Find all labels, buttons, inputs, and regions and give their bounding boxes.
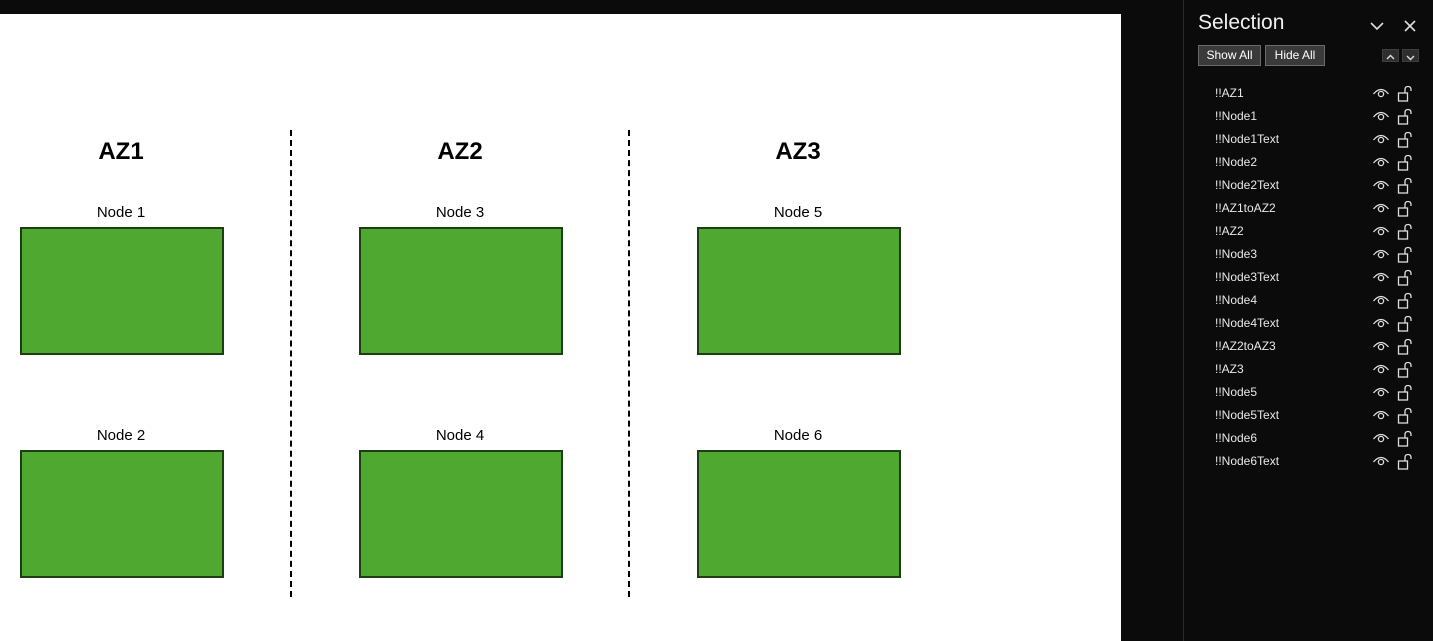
selection-item-label[interactable]: !!AZ1 (1215, 86, 1244, 100)
unlock-icon[interactable] (1397, 292, 1413, 309)
eye-icon[interactable] (1372, 178, 1390, 192)
pane-title: Selection (1198, 11, 1285, 34)
send-backward-button[interactable] (1402, 49, 1419, 62)
eye-icon[interactable] (1372, 224, 1390, 238)
selection-list-item[interactable]: !!Node6 (1184, 427, 1433, 450)
selection-item-label[interactable]: !!Node5 (1215, 385, 1258, 399)
unlock-icon[interactable] (1397, 361, 1413, 378)
node-6-box[interactable] (697, 450, 901, 578)
selection-list-item[interactable]: !!Node4 (1184, 289, 1433, 312)
eye-icon[interactable] (1372, 155, 1390, 169)
bring-forward-button[interactable] (1382, 49, 1399, 62)
selection-item-label[interactable]: !!Node6Text (1215, 454, 1280, 468)
selection-item-label[interactable]: !!Node4Text (1215, 316, 1280, 330)
unlock-icon[interactable] (1397, 131, 1413, 148)
az3-title[interactable]: AZ3 (775, 138, 821, 165)
selection-item-label[interactable]: !!Node2Text (1215, 178, 1280, 192)
selection-item-label[interactable]: !!Node3 (1215, 247, 1258, 261)
unlock-icon[interactable] (1397, 223, 1413, 240)
selection-item-label[interactable]: !!Node3Text (1215, 270, 1280, 284)
selection-list-item[interactable]: !!Node6Text (1184, 450, 1433, 473)
unlock-icon[interactable] (1397, 200, 1413, 217)
selection-list-item[interactable]: !!Node4Text (1184, 312, 1433, 335)
node-1-label[interactable]: Node 1 (96, 204, 146, 221)
close-icon[interactable] (1401, 17, 1419, 35)
unlock-icon[interactable] (1397, 315, 1413, 332)
eye-icon[interactable] (1372, 109, 1390, 123)
selection-item-label[interactable]: !!AZ1toAZ2 (1215, 201, 1276, 215)
node-4-box[interactable] (359, 450, 563, 578)
node-4-label[interactable]: Node 4 (435, 427, 485, 444)
unlock-icon[interactable] (1397, 338, 1413, 355)
unlock-icon[interactable] (1397, 154, 1413, 171)
az2-title[interactable]: AZ2 (437, 138, 483, 165)
node-2-label[interactable]: Node 2 (96, 427, 146, 444)
eye-icon[interactable] (1372, 431, 1390, 445)
selection-list-item[interactable]: !!Node5 (1184, 381, 1433, 404)
hide-all-button[interactable]: Hide All (1265, 45, 1325, 66)
selection-list: !!AZ1 !!Node1 !!Node1Text !!Node2 !!Node2Tex… (1184, 82, 1433, 473)
eye-icon[interactable] (1372, 362, 1390, 376)
unlock-icon[interactable] (1397, 108, 1413, 125)
selection-item-label[interactable]: !!AZ2 (1215, 224, 1244, 238)
selection-item-label[interactable]: !!Node4 (1215, 293, 1258, 307)
node-2-box[interactable] (20, 450, 224, 578)
selection-list-item[interactable]: !!Node2 (1184, 151, 1433, 174)
node-1-box[interactable] (20, 227, 224, 355)
selection-list-item[interactable]: !!Node1Text (1184, 128, 1433, 151)
top-bar (0, 0, 1122, 14)
az1-to-az2-divider[interactable] (290, 130, 292, 597)
unlock-icon[interactable] (1397, 407, 1413, 424)
node-6-label[interactable]: Node 6 (773, 427, 823, 444)
selection-list-item[interactable]: !!AZ2 (1184, 220, 1433, 243)
unlock-icon[interactable] (1397, 269, 1413, 286)
unlock-icon[interactable] (1397, 384, 1413, 401)
selection-item-label[interactable]: !!AZ2toAZ3 (1215, 339, 1276, 353)
eye-icon[interactable] (1372, 339, 1390, 353)
eye-icon[interactable] (1372, 408, 1390, 422)
eye-icon[interactable] (1372, 385, 1390, 399)
selection-item-label[interactable]: !!Node1 (1215, 109, 1258, 123)
az2-to-az3-divider[interactable] (628, 130, 630, 597)
selection-list-item[interactable]: !!AZ3 (1184, 358, 1433, 381)
selection-list-item[interactable]: !!Node2Text (1184, 174, 1433, 197)
chevron-down-icon[interactable] (1368, 17, 1386, 35)
node-5-label[interactable]: Node 5 (773, 204, 823, 221)
eye-icon[interactable] (1372, 132, 1390, 146)
unlock-icon[interactable] (1397, 85, 1413, 102)
unlock-icon[interactable] (1397, 430, 1413, 447)
selection-list-item[interactable]: !!Node5Text (1184, 404, 1433, 427)
az1-title[interactable]: AZ1 (98, 138, 144, 165)
selection-item-label[interactable]: !!Node2 (1215, 155, 1258, 169)
selection-item-label[interactable]: !!Node1Text (1215, 132, 1280, 146)
eye-icon[interactable] (1372, 293, 1390, 307)
show-all-button[interactable]: Show All (1198, 45, 1261, 66)
selection-list-item[interactable]: !!AZ2toAZ3 (1184, 335, 1433, 358)
pane-gap (1121, 0, 1183, 641)
eye-icon[interactable] (1372, 247, 1390, 261)
eye-icon[interactable] (1372, 270, 1390, 284)
eye-icon[interactable] (1372, 201, 1390, 215)
selection-pane: Selection Show All Hide All !!AZ1 !!Node1… (1183, 0, 1433, 641)
unlock-icon[interactable] (1397, 246, 1413, 263)
selection-list-item[interactable]: !!Node3Text (1184, 266, 1433, 289)
unlock-icon[interactable] (1397, 177, 1413, 194)
chevron-up-icon (1386, 54, 1395, 60)
chevron-down-icon (1406, 55, 1415, 61)
eye-icon[interactable] (1372, 86, 1390, 100)
selection-list-item[interactable]: !!AZ1 (1184, 82, 1433, 105)
selection-item-label[interactable]: !!Node5Text (1215, 408, 1280, 422)
eye-icon[interactable] (1372, 316, 1390, 330)
selection-list-item[interactable]: !!Node1 (1184, 105, 1433, 128)
unlock-icon[interactable] (1397, 453, 1413, 470)
selection-item-label[interactable]: !!AZ3 (1215, 362, 1244, 376)
selection-list-item[interactable]: !!AZ1toAZ2 (1184, 197, 1433, 220)
selection-item-label[interactable]: !!Node6 (1215, 431, 1258, 445)
node-3-label[interactable]: Node 3 (435, 204, 485, 221)
node-5-box[interactable] (697, 227, 901, 355)
node-3-box[interactable] (359, 227, 563, 355)
eye-icon[interactable] (1372, 454, 1390, 468)
selection-list-item[interactable]: !!Node3 (1184, 243, 1433, 266)
slide-canvas[interactable]: AZ1 Node 1 Node 2 AZ2 Node 3 Node 4 AZ3 … (0, 14, 1121, 641)
